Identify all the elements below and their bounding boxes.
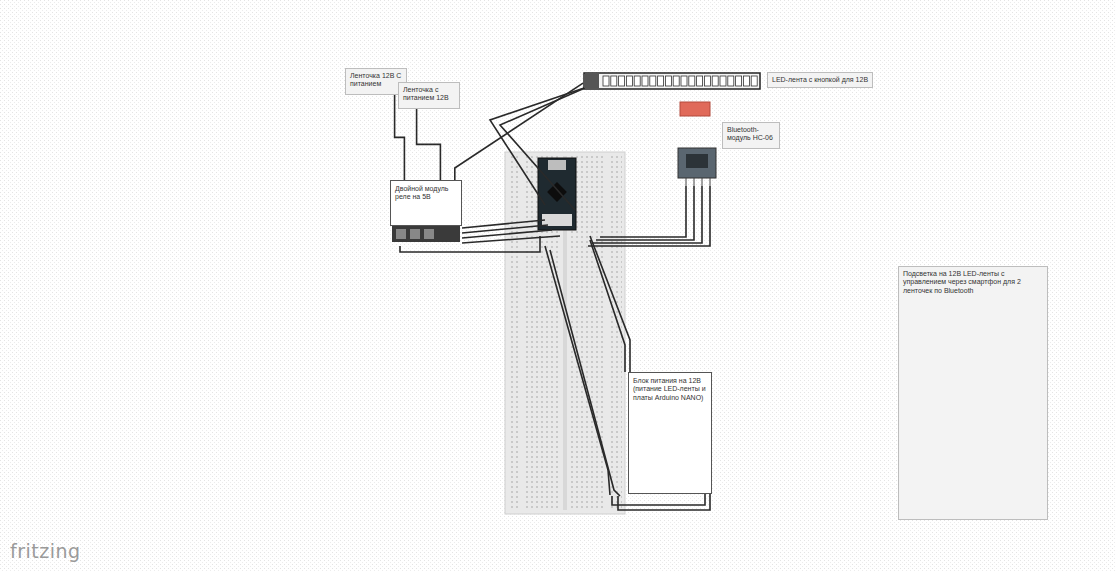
- relay-module: Двойной модуль реле на 5В: [390, 180, 462, 226]
- node-text: Bluetooth-модуль HC-06: [727, 126, 775, 143]
- note-box: Ленточка с питанием 12В: [398, 82, 460, 109]
- note-box: Bluetooth-модуль HC-06: [722, 122, 780, 149]
- led-strip-symbol: [583, 70, 761, 92]
- note-box: Подсветка на 12В LED-ленты с управлением…: [898, 266, 1048, 520]
- arduino-nano: [538, 158, 576, 230]
- node-text: Двойной модуль реле на 5В: [395, 185, 457, 202]
- node-text: Ленточка с питанием 12В: [403, 86, 455, 103]
- watermark: fritzing: [10, 540, 81, 562]
- breadboard: [505, 152, 625, 514]
- node-text: Блок питания на 12В (питание LED-ленты и…: [633, 377, 707, 402]
- wire-connector: [455, 83, 583, 180]
- relay-terminals: [392, 226, 460, 242]
- node-text: Подсветка на 12В LED-ленты с управлением…: [903, 270, 1043, 295]
- bluetooth-module: [678, 102, 716, 186]
- power-supply-box: Блок питания на 12В (питание LED-ленты и…: [628, 372, 712, 494]
- node-text: Ленточка 12В С питанием: [350, 72, 402, 89]
- wire-connector: [417, 109, 441, 180]
- led-strip: LED-лента с кнопкой для 12В: [583, 70, 761, 92]
- strip-label: LED-лента с кнопкой для 12В: [767, 72, 873, 88]
